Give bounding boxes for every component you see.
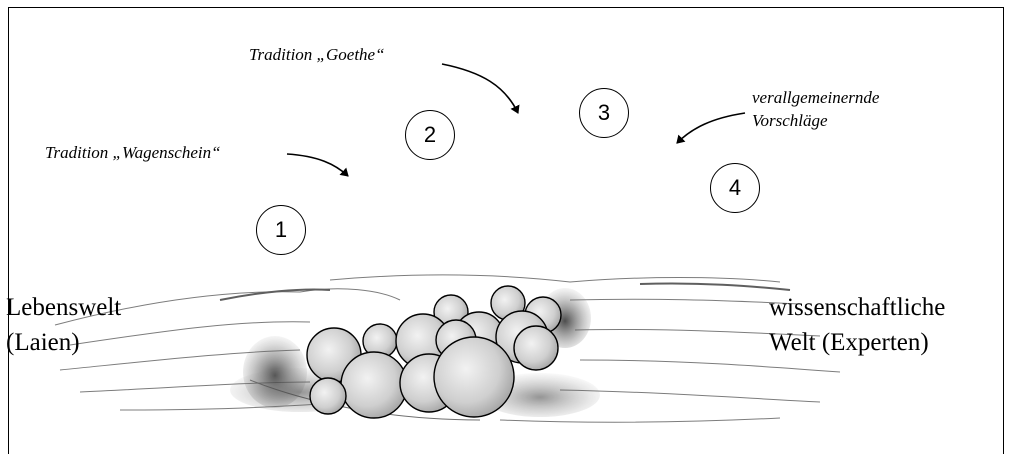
label-welt-experten: Welt (Experten): [769, 327, 929, 358]
label-lebenswelt: Lebenswelt: [6, 292, 121, 323]
arrow-goethe: [442, 64, 518, 113]
label-laien: (Laien): [6, 327, 80, 358]
label-tradition-goethe: Tradition „Goethe“: [249, 45, 385, 65]
label-vorschlaege-line2: Vorschläge: [752, 111, 828, 131]
step-circle-3: 3: [579, 88, 629, 138]
step-circle-1: 1: [256, 205, 306, 255]
step-circle-4: 4: [710, 163, 760, 213]
arrow-wagenschein: [287, 154, 348, 176]
arrow-vorschlaege: [677, 113, 745, 143]
label-tradition-wagenschein: Tradition „Wagenschein“: [45, 143, 221, 163]
step-circle-2: 2: [405, 110, 455, 160]
label-vorschlaege-line1: verallgemeinernde: [752, 88, 879, 108]
label-wissenschaftliche: wissenschaftliche: [769, 292, 945, 323]
